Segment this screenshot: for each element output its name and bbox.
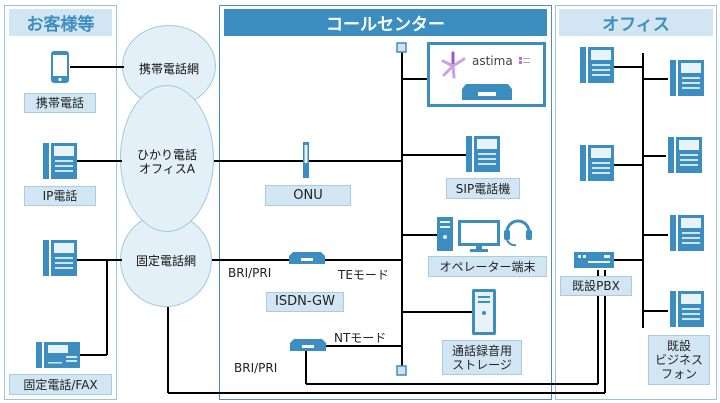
astima-badge-icon (519, 57, 530, 64)
office-phone-icon-4 (668, 137, 702, 173)
ip-phone-label: IP電話 (24, 186, 96, 206)
onu-label: ONU (265, 185, 351, 206)
bri-pri-top-label: BRI/PRI (228, 266, 272, 280)
fixed-network-label: 固定電話網 (135, 254, 197, 268)
isdn-gw-nt-icon (290, 339, 326, 351)
customers-header: お客様等 (9, 9, 112, 36)
business-phone-line2: ビジネス (654, 353, 703, 367)
bus-terminator-top (396, 42, 407, 53)
bri-pri-bottom-label: BRI/PRI (234, 361, 278, 375)
hikari-network-cloud (120, 85, 214, 232)
astima-server-box: astima (427, 42, 546, 107)
isdn-gw-label: ISDN-GW (266, 292, 344, 312)
office-phone-icon-6 (670, 291, 704, 327)
pbx-label: 既設PBX (560, 276, 632, 296)
hikari-network-line2: オフィスA (139, 162, 195, 176)
storage-label-line1: 通話録音用 (451, 343, 512, 358)
storage-label: 通話録音用 ストレージ (442, 340, 522, 375)
mobile-phone-label: 携帯電話 (24, 93, 96, 113)
server-appliance-icon (462, 84, 512, 100)
business-phone-line3: フォン (660, 367, 697, 381)
nt-mode-label: NTモード (334, 331, 387, 345)
business-phone-line1: 既設 (666, 339, 691, 353)
isdn-gw-te-icon (289, 252, 325, 264)
mobile-network-label: 携帯電話網 (138, 62, 200, 76)
astima-logo-icon (441, 51, 466, 79)
storage-server-icon (472, 289, 496, 335)
hikari-network-line1: ひかり電話 (136, 148, 198, 162)
headset-icon (504, 219, 532, 247)
te-mode-label: TEモード (338, 268, 389, 282)
fax-machine-icon (36, 342, 80, 368)
hikari-network-label: ひかり電話 オフィスA (137, 148, 197, 176)
sip-phone-label: SIP電話機 (446, 178, 520, 199)
sip-phone-icon (466, 136, 500, 172)
astima-logo-text: astima (472, 54, 513, 68)
monitor-icon (458, 220, 500, 252)
operator-terminal-label: オペレーター端末 (428, 256, 547, 277)
callcenter-header: コールセンター (224, 9, 547, 36)
fixed-fax-label: 固定電話/FAX (9, 374, 112, 395)
onu-device-icon (303, 142, 309, 178)
office-phone-icon-2 (670, 60, 704, 96)
fixed-phone-icon (43, 240, 77, 276)
pc-tower-icon (437, 217, 453, 251)
office-phone-icon-3 (580, 145, 614, 181)
business-phone-label: 既設 ビジネス フォン (648, 335, 710, 385)
office-phone-icon-5 (670, 215, 704, 251)
mobile-phone-icon (51, 51, 69, 83)
office-header: オフィス (559, 9, 713, 36)
pbx-device-icon (574, 252, 614, 268)
office-phone-icon-1 (580, 47, 614, 83)
ip-phone-icon (43, 143, 77, 179)
storage-label-line2: ストレージ (452, 357, 512, 372)
bus-terminator-bottom (396, 365, 407, 376)
